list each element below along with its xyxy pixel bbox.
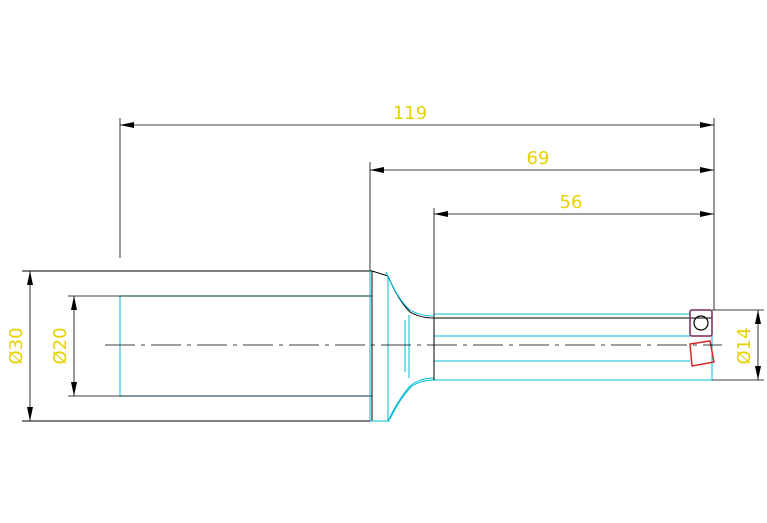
label-bore-diameter: Ø20 <box>50 327 71 364</box>
vertical-dimensions <box>27 271 761 421</box>
arrow-14-top <box>755 310 761 324</box>
horizontal-dimensions <box>120 122 714 217</box>
shank <box>22 270 372 422</box>
arrow-30-top <box>27 271 33 285</box>
arrow-30-bottom <box>27 407 33 421</box>
body <box>433 313 713 381</box>
bottom-fillet-inner <box>389 379 435 420</box>
arrow-14-bottom <box>755 366 761 380</box>
extension-lines <box>22 118 764 422</box>
top-fillet-inner <box>385 271 435 317</box>
top-fillet-outer <box>371 270 435 319</box>
arrow-56-left <box>434 211 448 217</box>
collar <box>369 271 390 422</box>
label-shank-diameter: Ø30 <box>6 327 27 364</box>
arrow-119-left <box>120 122 134 128</box>
label-body-length: 69 <box>527 148 550 169</box>
inserts <box>689 309 715 367</box>
arrow-20-bottom <box>71 382 77 396</box>
bottom-insert <box>689 340 715 367</box>
arrow-69-left <box>370 167 384 173</box>
dimension-labels: 119 69 56 Ø30 Ø20 Ø14 <box>6 103 755 365</box>
insert-screw-icon <box>693 315 709 331</box>
transition <box>371 270 435 422</box>
label-overall-length: 119 <box>393 103 427 124</box>
arrow-56-right <box>700 211 714 217</box>
bottom-fillet-outer <box>387 377 435 422</box>
arrow-69-right <box>700 167 714 173</box>
top-insert <box>689 309 713 337</box>
arrow-119-right <box>700 122 714 128</box>
label-cutting-diameter: Ø14 <box>734 327 755 364</box>
arrow-20-top <box>71 296 77 310</box>
label-flute-length: 56 <box>560 192 583 213</box>
